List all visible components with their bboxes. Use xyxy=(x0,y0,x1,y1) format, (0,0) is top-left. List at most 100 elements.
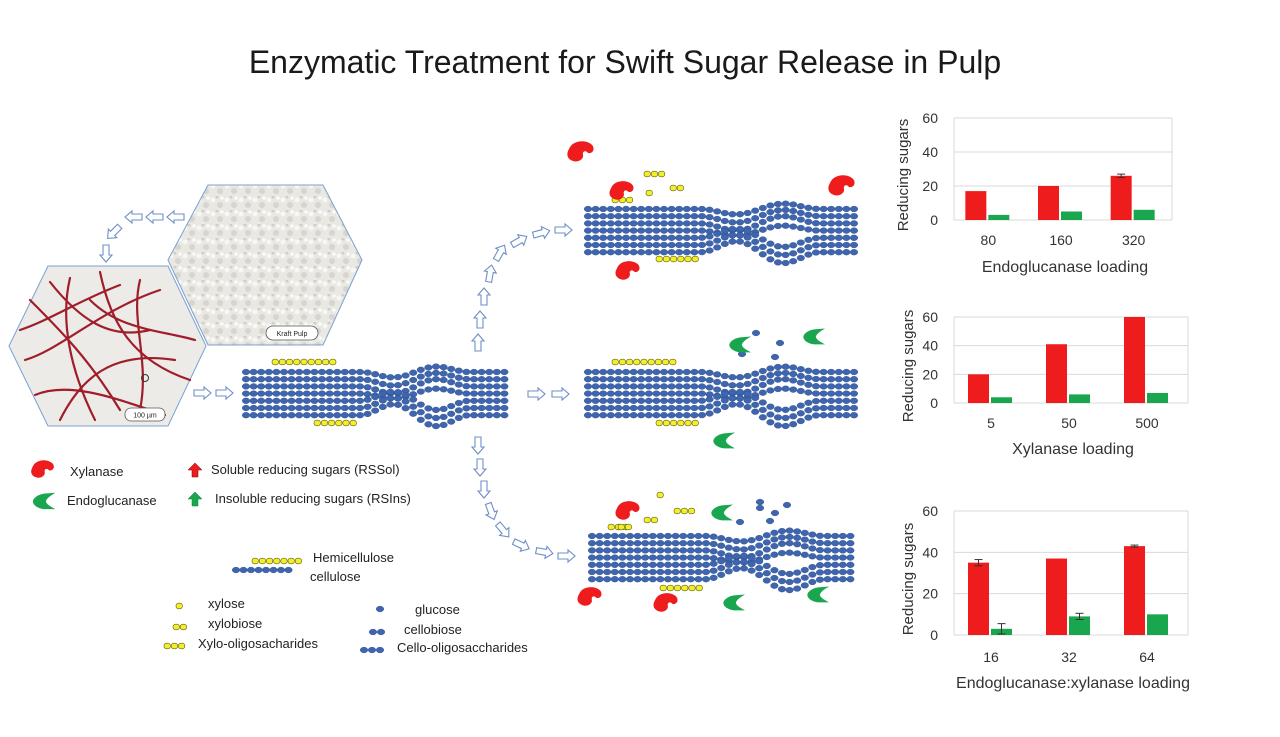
y-tick-label: 0 xyxy=(930,395,938,411)
y-tick-label: 40 xyxy=(922,338,938,354)
bar-red xyxy=(1124,546,1145,635)
legend-xylanase: Xylanase xyxy=(70,464,123,479)
flow-arrow-icon xyxy=(484,501,499,521)
kraft-pulp-label: Kraft Pulp xyxy=(277,331,308,338)
bar-green xyxy=(1061,211,1082,220)
fibril-combined xyxy=(588,491,855,594)
endoglucanase-icon xyxy=(803,328,825,345)
fibril-endoglucanase xyxy=(584,329,859,526)
y-tick-label: 20 xyxy=(922,586,938,602)
flow-arrow-icon xyxy=(534,545,554,560)
x-tick-label: 500 xyxy=(1135,415,1159,431)
legend: Xylanase Endoglucanase Soluble reducing … xyxy=(31,460,528,655)
endoglucanase-icon xyxy=(713,432,735,449)
bar-red xyxy=(965,191,987,220)
legend-rssol: Soluble reducing sugars (RSSol) xyxy=(211,462,400,477)
flow-arrow-icon xyxy=(476,480,492,499)
endoglucanase-icon xyxy=(32,492,56,510)
flow-arrow-icon xyxy=(554,222,573,238)
legend-cello-oligosaccharides: Cello-oligosaccharides xyxy=(397,640,528,655)
x-tick-label: 160 xyxy=(1049,232,1073,248)
bar-green xyxy=(1147,392,1168,403)
y-tick-label: 0 xyxy=(930,627,938,643)
legend-hemicellulose: Hemicellulose xyxy=(313,550,394,565)
flow-arrow-icon xyxy=(492,244,507,263)
bar-red xyxy=(1038,186,1059,220)
flow-arrow-icon xyxy=(215,385,234,401)
y-tick-label: 60 xyxy=(922,309,938,325)
xylanase-icon xyxy=(653,593,678,612)
y-tick-label: 60 xyxy=(922,110,938,126)
flow-arrow-icon xyxy=(551,386,570,402)
x-tick-label: 32 xyxy=(1061,649,1077,665)
bar-green xyxy=(1133,209,1155,220)
process-arrows xyxy=(98,209,576,564)
bar-green xyxy=(1147,614,1168,635)
y-tick-label: 0 xyxy=(930,212,938,228)
x-axis-label: Endoglucanase loading xyxy=(982,259,1148,276)
y-axis-label: Reducing sugars xyxy=(900,523,917,636)
bar-red xyxy=(1110,175,1132,220)
legend-xylobiose: xylobiose xyxy=(208,616,262,631)
y-tick-label: 20 xyxy=(922,366,938,382)
legend-rsins: Insoluble reducing sugars (RSIns) xyxy=(215,491,411,506)
y-tick-label: 20 xyxy=(922,178,938,194)
bar-green xyxy=(1069,394,1090,403)
flow-arrow-icon xyxy=(511,538,530,553)
x-tick-label: 80 xyxy=(981,232,997,248)
flow-arrow-icon xyxy=(193,385,212,401)
flow-arrow-icon xyxy=(483,264,498,284)
xylanase-icon xyxy=(615,261,640,280)
kraft-pulp-image: Kraft Pulp xyxy=(167,184,363,346)
legend-xylo-oligosacharides: Xylo-oligosacharides xyxy=(198,636,318,651)
x-axis-label: Endoglucanase:xylanase loading xyxy=(956,675,1190,692)
flow-arrow-icon xyxy=(527,386,546,402)
flow-arrow-icon xyxy=(472,310,488,329)
cellulose-fibril-models xyxy=(241,170,859,594)
endoglucanase-icon xyxy=(723,594,745,611)
flow-arrow-icon xyxy=(470,333,486,352)
flow-arrow-icon xyxy=(557,548,576,564)
xylanase-icon xyxy=(615,501,640,520)
y-tick-label: 40 xyxy=(922,144,938,160)
legend-cellulose: cellulose xyxy=(310,569,361,584)
flow-arrow-icon xyxy=(494,521,510,538)
legend-endoglucanase: Endoglucanase xyxy=(67,493,157,508)
y-axis-label: Reducing sugars xyxy=(895,119,912,232)
bar-green xyxy=(1069,616,1090,635)
red-arrow-icon xyxy=(187,462,203,478)
bar-red xyxy=(968,562,989,635)
xylanase-icon xyxy=(828,175,855,196)
x-tick-label: 64 xyxy=(1139,649,1155,665)
endoglucanase-icon xyxy=(807,586,829,603)
bar-green xyxy=(988,214,1010,220)
fibril-xylanase xyxy=(584,170,859,267)
bar-red xyxy=(1124,317,1145,403)
flow-arrow-icon xyxy=(509,234,528,249)
x-tick-label: 5 xyxy=(987,415,995,431)
x-tick-label: 320 xyxy=(1122,232,1146,248)
x-axis-label: Xylanase loading xyxy=(1012,441,1134,458)
flow-arrow-icon xyxy=(107,223,123,239)
bar-green xyxy=(991,397,1012,403)
y-axis-label: Reducing sugars xyxy=(900,310,917,423)
y-tick-label: 40 xyxy=(922,544,938,560)
legend-glucose: glucose xyxy=(415,602,460,617)
flow-arrow-icon xyxy=(476,287,492,306)
legend-cellobiose: cellobiose xyxy=(404,622,462,637)
bar-red xyxy=(1046,558,1067,635)
flow-arrow-icon xyxy=(470,436,486,455)
endoglucanase-icon xyxy=(711,504,733,521)
x-tick-label: 50 xyxy=(1061,415,1077,431)
y-tick-label: 60 xyxy=(922,503,938,519)
xylanase-icon xyxy=(577,587,602,606)
bar-red xyxy=(1046,344,1067,403)
page-title: Enzymatic Treatment for Swift Sugar Rele… xyxy=(248,44,1002,80)
flow-arrow-icon xyxy=(531,225,551,240)
green-arrow-icon xyxy=(187,491,203,507)
xylanase-icon xyxy=(567,141,594,162)
